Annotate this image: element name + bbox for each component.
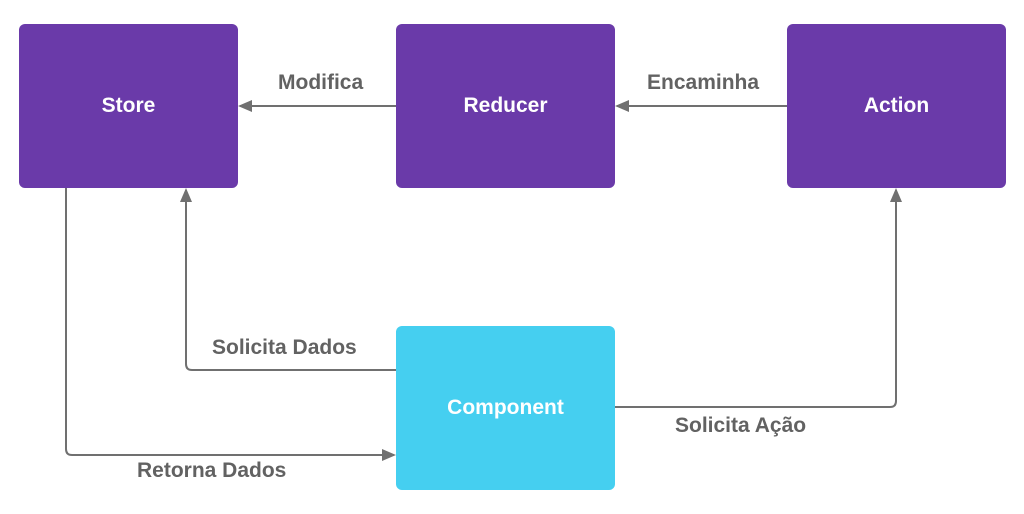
node-store: Store (19, 24, 238, 188)
node-reducer-label: Reducer (463, 94, 548, 117)
node-action: Action (787, 24, 1006, 188)
edge-label-solicita-acao: Solicita Ação (675, 414, 807, 437)
edge-label-modifica: Modifica (278, 71, 364, 94)
node-reducer: Reducer (396, 24, 615, 188)
edge-label-encaminha: Encaminha (647, 71, 760, 94)
edge-label-solicita-dados: Solicita Dados (212, 336, 357, 359)
node-component-label: Component (447, 396, 564, 419)
node-component: Component (396, 326, 615, 490)
edge-store-to-component (65, 188, 396, 461)
node-action-label: Action (863, 94, 930, 117)
node-store-label: Store (101, 94, 156, 117)
edge-label-retorna-dados: Retorna Dados (137, 459, 287, 482)
edge-component-to-action (615, 188, 902, 408)
edge-component-to-store (180, 188, 396, 371)
